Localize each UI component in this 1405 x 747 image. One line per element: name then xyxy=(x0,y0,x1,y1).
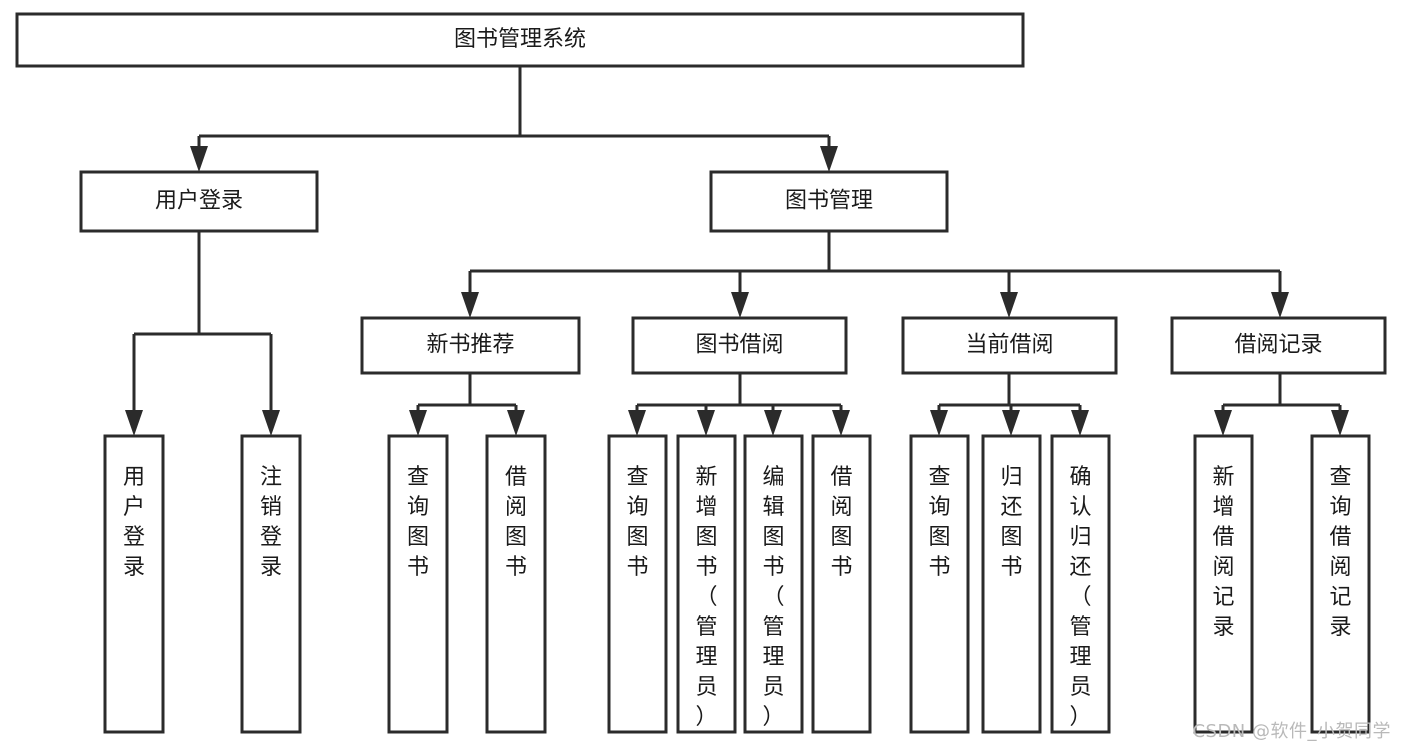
node-root[interactable]: 图书管理系统 xyxy=(15,12,1025,68)
node-box-root xyxy=(15,12,1025,68)
arrow-leaf-add-borrow-record xyxy=(1214,410,1232,436)
node-label-leaf-user-logout: 注销登录 xyxy=(260,465,282,580)
node-leaf-query-book-borrow[interactable]: 查询图书 xyxy=(607,434,668,734)
node-book-borrow[interactable]: 图书借阅 xyxy=(631,316,848,375)
arrow-leaf-borrow-book xyxy=(832,410,850,436)
node-leaf-user-login[interactable]: 用户登录 xyxy=(103,434,165,734)
node-leaf-confirm-return-admin[interactable]: 确认归还（管理员） xyxy=(1050,434,1111,734)
arrow-leaf-edit-book-admin xyxy=(764,410,782,436)
node-label-leaf-borrow-book-recommend: 借阅图书 xyxy=(505,465,527,580)
node-label-new-book-recommend: 新书推荐 xyxy=(426,333,514,358)
arrow-leaf-add-book-admin xyxy=(697,410,715,436)
node-box-leaf-query-book-recommend xyxy=(387,434,449,734)
node-leaf-return-book[interactable]: 归还图书 xyxy=(981,434,1042,734)
watermark-text: CSDN @软件_小贺同学 xyxy=(1192,721,1391,742)
node-current-borrow[interactable]: 当前借阅 xyxy=(901,316,1118,375)
node-label-leaf-add-borrow-record: 新增借阅记录 xyxy=(1212,465,1234,640)
node-label-user-login: 用户登录 xyxy=(155,189,243,214)
node-box-book-management xyxy=(709,170,949,233)
arrow-leaf-query-book-borrow xyxy=(628,410,646,436)
node-box-borrow-record xyxy=(1170,316,1387,375)
node-leaf-add-book-admin[interactable]: 新增图书（管理员） xyxy=(676,434,737,734)
node-label-borrow-record: 借阅记录 xyxy=(1234,333,1322,358)
node-label-book-management: 图书管理 xyxy=(785,189,873,214)
node-box-current-borrow xyxy=(901,316,1118,375)
arrow-leaf-query-book-current xyxy=(930,410,948,436)
node-borrow-record[interactable]: 借阅记录 xyxy=(1170,316,1387,375)
node-box-new-book-recommend xyxy=(360,316,581,375)
node-leaf-edit-book-admin[interactable]: 编辑图书（管理员） xyxy=(743,434,804,734)
node-leaf-add-borrow-record[interactable]: 新增借阅记录 xyxy=(1193,434,1254,734)
node-label-leaf-user-login: 用户登录 xyxy=(123,465,145,580)
arrow-borrow-record xyxy=(1271,292,1289,318)
node-box-leaf-borrow-book xyxy=(811,434,872,734)
arrow-book-management xyxy=(820,146,838,172)
node-box-leaf-confirm-return-admin xyxy=(1050,434,1111,734)
arrow-current-borrow xyxy=(1000,292,1018,318)
node-label-leaf-query-book-current: 查询图书 xyxy=(928,465,950,580)
node-label-leaf-query-book-borrow: 查询图书 xyxy=(626,465,648,580)
arrow-leaf-user-login xyxy=(125,410,143,436)
arrow-heads-layer xyxy=(125,146,1349,436)
node-box-leaf-add-book-admin xyxy=(676,434,737,734)
node-box-leaf-user-login xyxy=(103,434,165,734)
node-box-leaf-add-borrow-record xyxy=(1193,434,1254,734)
node-user-login[interactable]: 用户登录 xyxy=(79,170,319,233)
node-label-leaf-confirm-return-admin: 确认归还（管理员） xyxy=(1069,465,1091,730)
node-label-book-borrow: 图书借阅 xyxy=(695,333,783,358)
arrow-new-book-recommend xyxy=(461,292,479,318)
arrow-leaf-user-logout xyxy=(262,410,280,436)
node-label-leaf-return-book: 归还图书 xyxy=(1000,465,1022,580)
nodes-layer: 图书管理系统用户登录图书管理新书推荐图书借阅当前借阅借阅记录用户登录注销登录查询… xyxy=(15,12,1387,734)
node-box-leaf-return-book xyxy=(981,434,1042,734)
node-box-leaf-edit-book-admin xyxy=(743,434,804,734)
node-box-leaf-borrow-book-recommend xyxy=(485,434,547,734)
node-label-root: 图书管理系统 xyxy=(454,27,586,52)
node-label-current-borrow: 当前借阅 xyxy=(965,333,1053,358)
node-leaf-borrow-book[interactable]: 借阅图书 xyxy=(811,434,872,734)
node-label-leaf-query-borrow-record: 查询借阅记录 xyxy=(1329,465,1351,640)
node-box-leaf-user-logout xyxy=(240,434,302,734)
node-leaf-query-borrow-record[interactable]: 查询借阅记录 xyxy=(1310,434,1371,734)
node-box-book-borrow xyxy=(631,316,848,375)
arrow-leaf-borrow-book-recommend xyxy=(507,410,525,436)
node-label-leaf-borrow-book: 借阅图书 xyxy=(830,465,852,580)
arrow-user-login xyxy=(190,146,208,172)
node-box-user-login xyxy=(79,170,319,233)
arrow-leaf-confirm-return-admin xyxy=(1071,410,1089,436)
node-book-management[interactable]: 图书管理 xyxy=(709,170,949,233)
arrow-leaf-query-book-recommend xyxy=(409,410,427,436)
node-leaf-query-book-recommend[interactable]: 查询图书 xyxy=(387,434,449,734)
node-leaf-borrow-book-recommend[interactable]: 借阅图书 xyxy=(485,434,547,734)
node-box-leaf-query-book-current xyxy=(909,434,970,734)
node-leaf-query-book-current[interactable]: 查询图书 xyxy=(909,434,970,734)
node-label-leaf-edit-book-admin: 编辑图书（管理员） xyxy=(762,465,784,730)
node-label-leaf-add-book-admin: 新增图书（管理员） xyxy=(695,465,717,730)
arrow-book-borrow xyxy=(731,292,749,318)
node-label-leaf-query-book-recommend: 查询图书 xyxy=(407,465,429,580)
arrow-leaf-return-book xyxy=(1002,410,1020,436)
node-leaf-user-logout[interactable]: 注销登录 xyxy=(240,434,302,734)
arrow-leaf-query-borrow-record xyxy=(1331,410,1349,436)
node-box-leaf-query-borrow-record xyxy=(1310,434,1371,734)
node-box-leaf-query-book-borrow xyxy=(607,434,668,734)
node-new-book-recommend[interactable]: 新书推荐 xyxy=(360,316,581,375)
